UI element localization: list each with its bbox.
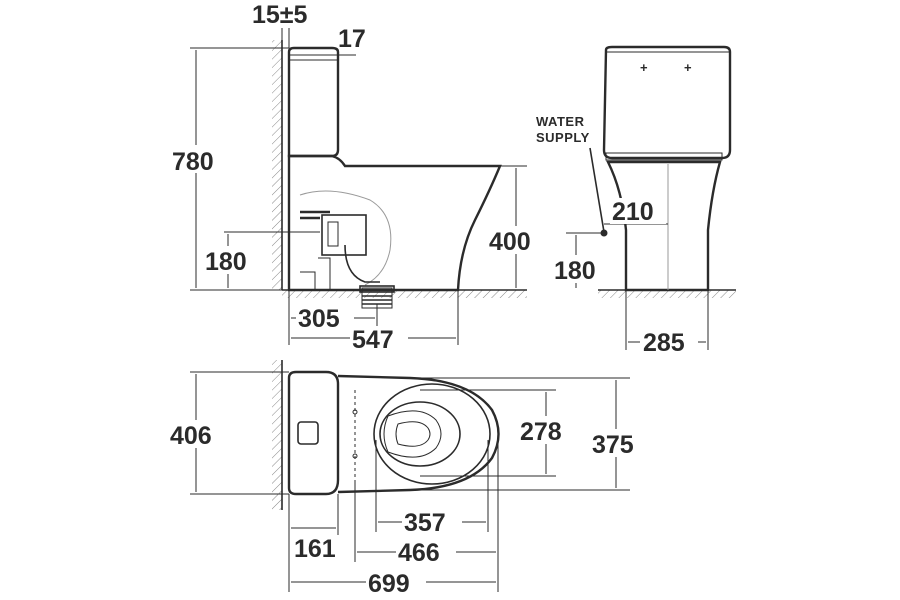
bowl-top-outline bbox=[337, 374, 500, 494]
tank-seat-line bbox=[605, 152, 723, 161]
tank-side bbox=[287, 46, 340, 158]
w278-mask bbox=[518, 416, 574, 444]
front-view: + + WATER SUPPLY 210 180 285 bbox=[536, 45, 736, 357]
tank-front bbox=[602, 45, 732, 160]
dim-tank-depth: 161 bbox=[294, 535, 336, 563]
trapway-outline bbox=[299, 190, 392, 286]
water-supply-leader bbox=[589, 147, 605, 233]
dim-gap-wall: 15±5 bbox=[252, 1, 308, 29]
trap-detail-inner bbox=[327, 221, 339, 247]
dim-bowl-length: 466 bbox=[398, 539, 440, 567]
dim-seat-height: 400 bbox=[489, 228, 531, 256]
water-supply-label-2: SUPPLY bbox=[536, 130, 590, 145]
dim-inlet-height-side: 180 bbox=[205, 248, 247, 276]
w285-mask bbox=[640, 329, 698, 355]
dim-seat-inner-length: 357 bbox=[404, 509, 446, 537]
flush-button-marker-1: + bbox=[640, 60, 648, 75]
wall-hatch-top bbox=[272, 360, 282, 510]
dim-total-height: 780 bbox=[172, 148, 214, 176]
h780-mask bbox=[170, 145, 222, 173]
water-supply-label-1: WATER bbox=[536, 114, 585, 129]
bowl-opening bbox=[383, 410, 442, 458]
flush-button-top bbox=[297, 421, 319, 445]
h180f-mask bbox=[552, 255, 604, 283]
w406-mask bbox=[168, 420, 224, 448]
dim-front-width: 285 bbox=[643, 329, 685, 357]
dim-total-length: 699 bbox=[368, 570, 410, 598]
base-detail bbox=[300, 257, 331, 290]
h400-mask bbox=[488, 226, 544, 254]
dim-inlet-height-front: 180 bbox=[554, 257, 596, 285]
dim-projection: 547 bbox=[352, 326, 394, 354]
w210-mask bbox=[610, 198, 666, 224]
wall-hatch-side bbox=[272, 40, 282, 290]
trap-curve bbox=[344, 244, 380, 283]
dim-bowl-width: 375 bbox=[592, 431, 634, 459]
trap-detail bbox=[321, 214, 367, 256]
bowl-side bbox=[287, 154, 502, 292]
dim-outlet-centre: 305 bbox=[298, 305, 340, 333]
floor-hatch-side bbox=[282, 290, 527, 298]
w375-mask bbox=[590, 429, 646, 457]
d466-mask bbox=[396, 539, 456, 565]
len305-mask bbox=[296, 305, 354, 331]
side-view: 15±5 17 780 180 400 305 547 bbox=[170, 1, 544, 354]
tank-top bbox=[287, 370, 340, 496]
bowl-water bbox=[395, 421, 431, 447]
dim-seat-inner-width: 278 bbox=[520, 418, 562, 446]
dim-tank-offset: 17 bbox=[338, 25, 366, 53]
len547-mask bbox=[350, 326, 408, 352]
inlet-pipe bbox=[300, 210, 330, 220]
dim-tank-width: 406 bbox=[170, 422, 212, 450]
bowl-front bbox=[606, 160, 722, 292]
seat-inner bbox=[379, 401, 461, 467]
d699-mask bbox=[366, 569, 426, 595]
dim-supply-offset: 210 bbox=[612, 198, 654, 226]
h180-mask bbox=[204, 246, 256, 274]
top-view: 406 278 375 161 357 466 699 bbox=[168, 360, 646, 598]
seat-outer bbox=[373, 383, 491, 485]
outlet-flange bbox=[359, 285, 395, 293]
flush-button-marker-2: + bbox=[684, 60, 692, 75]
d357-mask bbox=[402, 509, 462, 535]
floor-hatch-front bbox=[598, 290, 736, 298]
